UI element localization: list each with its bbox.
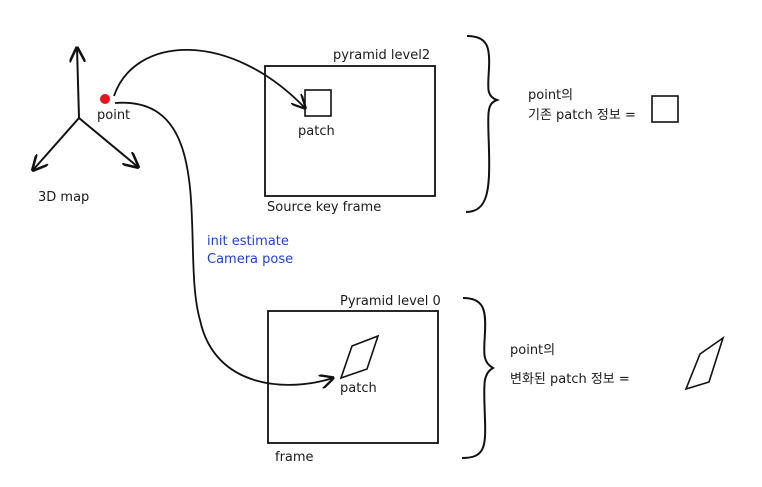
axis-right xyxy=(78,117,138,167)
note-bottom-line1: point의 xyxy=(510,343,556,358)
target-frame-box xyxy=(267,310,439,444)
target-pyramid-label: Pyramid level 0 xyxy=(340,294,441,309)
map-label: 3D map xyxy=(38,190,90,205)
source-patch-label: patch xyxy=(298,124,335,139)
note-top-line1: point의 xyxy=(528,88,574,103)
axis-left xyxy=(33,117,80,170)
map-point-marker xyxy=(100,94,110,104)
coordinate-axes-icon xyxy=(33,48,138,170)
target-patch-label: patch xyxy=(340,381,377,396)
point-label: point xyxy=(97,108,131,123)
camera-pose-label: Camera pose xyxy=(207,252,294,267)
note-bottom-line2: 변화된 patch 정보 = xyxy=(510,372,630,387)
note-top-line2: 기존 patch 정보 = xyxy=(528,108,636,123)
projection-arrow-source xyxy=(113,49,305,108)
brace-bottom xyxy=(461,297,496,459)
source-patch-square xyxy=(304,89,332,117)
note-parallelogram-icon xyxy=(684,335,725,391)
init-estimate-label: init estimate xyxy=(207,234,289,249)
target-frame-label: frame xyxy=(275,450,314,465)
source-pyramid-label: pyramid level2 xyxy=(333,48,431,63)
source-frame-label: Source key frame xyxy=(267,200,382,215)
projection-arrow-target xyxy=(114,102,333,385)
note-square-icon xyxy=(651,95,679,123)
source-key-frame-box xyxy=(264,65,436,197)
axis-up xyxy=(77,48,79,119)
target-patch-parallelogram xyxy=(339,334,380,380)
brace-top xyxy=(465,35,500,213)
